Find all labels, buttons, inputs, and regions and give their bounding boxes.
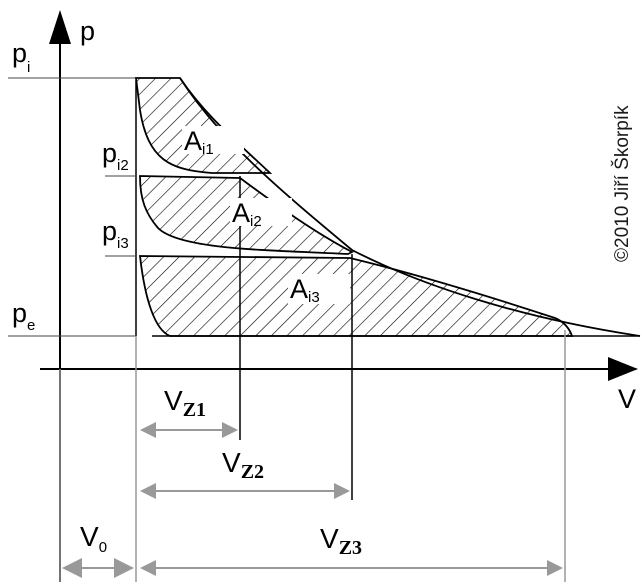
svg-text:Ai2: Ai2 bbox=[232, 198, 262, 230]
vz1-label: VZ1 bbox=[164, 385, 206, 421]
y-axis-label: p bbox=[80, 16, 95, 46]
copyright-text: ©2010 Jiří Škorpík bbox=[611, 105, 633, 262]
y-axis-arrow bbox=[49, 10, 71, 44]
svg-text:Ai3: Ai3 bbox=[290, 274, 320, 306]
vz3-label: VZ3 bbox=[320, 523, 362, 559]
vz1-dimension bbox=[140, 422, 238, 438]
area-ai1-label: Ai1 bbox=[182, 126, 244, 158]
v0-dimension bbox=[62, 558, 134, 578]
pi3-label: pi3 bbox=[102, 216, 129, 252]
vz2-dimension bbox=[140, 483, 350, 499]
pi2-label: pi2 bbox=[102, 138, 129, 174]
area-ai1-region bbox=[134, 77, 273, 174]
pe-label: pe bbox=[12, 298, 35, 334]
vz2-label: VZ2 bbox=[222, 447, 264, 483]
v0-label: V0 bbox=[80, 521, 107, 556]
svg-text:Ai1: Ai1 bbox=[184, 126, 214, 158]
area-ai3-label: Ai3 bbox=[288, 274, 350, 306]
vz3-dimension bbox=[140, 560, 563, 576]
pi-label: pi bbox=[12, 38, 30, 76]
area-ai3-region bbox=[138, 255, 574, 337]
x-axis-label: V bbox=[618, 384, 636, 414]
area-ai2-label: Ai2 bbox=[230, 198, 292, 230]
x-axis-arrow bbox=[608, 357, 638, 381]
